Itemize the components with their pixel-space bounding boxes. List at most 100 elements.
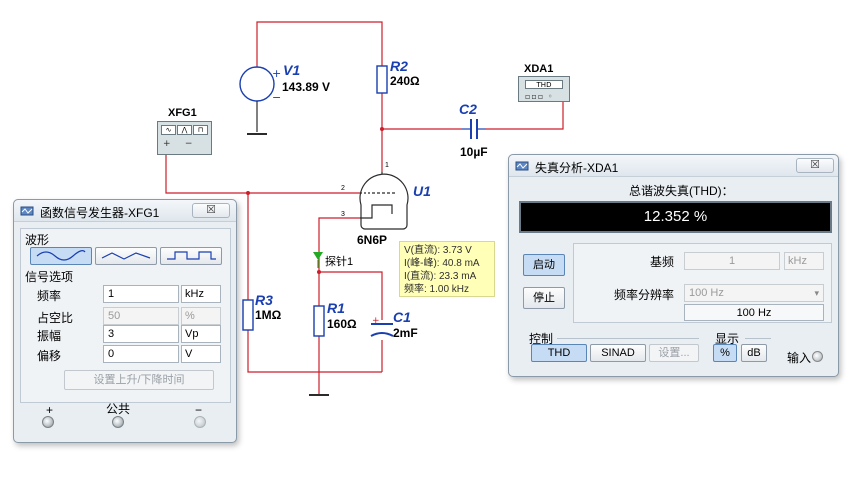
r2-resistor[interactable] <box>376 65 388 94</box>
c2-capacitor[interactable] <box>462 119 486 139</box>
xda1-title: XDA1 <box>524 63 554 75</box>
minus-terminal[interactable] <box>194 416 206 428</box>
duty-cycle-unit[interactable]: % <box>181 307 221 325</box>
tube-u1[interactable] <box>359 172 409 230</box>
xda1-buttons: ▫▫▫ ◦ <box>525 92 554 101</box>
r2-ref: R2 <box>390 58 408 74</box>
resolution-select-value: 100 Hz <box>689 287 724 299</box>
xfg1-terminals: + − <box>163 139 193 149</box>
c1-value: 2mF <box>393 326 418 340</box>
frequency-unit[interactable]: kHz <box>181 285 221 303</box>
fundamental-input[interactable]: 1 <box>684 252 780 270</box>
amplitude-unit[interactable]: Vp <box>181 325 221 343</box>
duty-cycle-input[interactable]: 50 <box>103 307 179 325</box>
wire-top-rail <box>256 21 383 69</box>
offset-input[interactable]: 0 <box>103 345 179 363</box>
xda1-instrument[interactable]: THD ▫▫▫ ◦ <box>518 76 570 102</box>
input-terminal[interactable] <box>812 351 823 362</box>
probe-name: 探针1 <box>325 256 354 268</box>
thd-caption: 总谐波失真(THD)： <box>629 184 734 198</box>
resolution-readout: 100 Hz <box>684 304 824 321</box>
close-button[interactable]: ☒ <box>192 203 230 218</box>
u1-value: 6N6P <box>357 233 388 247</box>
r1-ref: R1 <box>327 300 345 316</box>
offset-unit[interactable]: V <box>181 345 221 363</box>
funcgen-titlebar[interactable]: 函数信号发生器-XFG1 ☒ <box>14 200 236 222</box>
r3-resistor[interactable] <box>242 299 254 331</box>
r1-value: 160Ω <box>327 317 357 331</box>
probe-line-2: I(峰-峰): 40.8 mA <box>404 258 480 269</box>
probe-marker[interactable] <box>313 252 323 260</box>
minus-terminal-label: − <box>195 403 203 417</box>
signal-options-label: 信号选项 <box>25 270 74 284</box>
svg-text:+: + <box>272 67 281 80</box>
funcgen-window: 函数信号发生器-XFG1 ☒ 波形 信号选项 频率 1 kHz 占空比 50 %… <box>13 199 237 443</box>
start-button[interactable]: 启动 <box>523 254 565 276</box>
resolution-label: 频率分辨率 <box>614 288 675 302</box>
triangle-icon: ⋀ <box>177 125 192 135</box>
settings-button[interactable]: 设置... <box>649 344 699 362</box>
plus-terminal-label: + <box>46 403 54 417</box>
triangle-wave-button[interactable] <box>95 247 157 265</box>
svg-text:−: − <box>272 91 281 104</box>
common-terminal-label: 公共 <box>106 402 131 416</box>
offset-label: 偏移 <box>37 349 62 363</box>
funcgen-title: 函数信号发生器-XFG1 <box>40 206 160 220</box>
fundamental-unit[interactable]: kHz <box>784 252 824 270</box>
common-terminal[interactable] <box>112 416 124 428</box>
square-wave-button[interactable] <box>160 247 222 265</box>
wire-to-xda <box>486 101 564 130</box>
wire-grid <box>165 154 360 194</box>
v1-value: 143.89 V <box>282 80 331 94</box>
square-wave-icon <box>167 251 216 260</box>
instrument-icon <box>515 161 529 171</box>
sinad-button[interactable]: SINAD <box>590 344 646 362</box>
stop-button[interactable]: 停止 <box>523 287 565 309</box>
amplitude-input[interactable]: 3 <box>103 325 179 343</box>
duty-cycle-label: 占空比 <box>37 311 74 325</box>
wire-bottom-rail <box>247 330 382 373</box>
c2-value: 10µF <box>460 145 488 159</box>
frequency-label: 频率 <box>37 289 62 303</box>
fundamental-label: 基频 <box>650 255 675 269</box>
xfg1-instrument[interactable]: ∿ ⋀ ⊓ + − <box>157 121 212 155</box>
square-icon: ⊓ <box>193 125 208 135</box>
chevron-down-icon: ▾ <box>814 288 819 298</box>
c1-capacitor[interactable]: + <box>370 316 394 337</box>
sine-wave-button[interactable] <box>30 247 92 265</box>
c2-ref: C2 <box>459 101 477 117</box>
input-label: 输入 <box>787 351 812 365</box>
wire-cathode <box>318 217 360 306</box>
resolution-select[interactable]: 100 Hz ▾ <box>684 284 824 302</box>
probe-line-3: I(直流): 23.3 mA <box>404 271 477 282</box>
db-button[interactable]: dB <box>741 344 767 362</box>
settings-panel: 基频 1 kHz 频率分辨率 100 Hz ▾ 100 Hz <box>573 243 832 323</box>
wires <box>165 21 564 394</box>
r3-value: 1MΩ <box>255 308 282 322</box>
thd-button[interactable]: THD <box>531 344 587 362</box>
thd-display: 12.352 % <box>519 201 832 233</box>
percent-button[interactable]: % <box>713 344 737 362</box>
probe-line-4: 频率: 1.00 kHz <box>404 284 470 295</box>
wire-cathode-c1 <box>319 271 383 320</box>
rise-fall-time-button[interactable]: 设置上升/下降时间 <box>64 370 214 390</box>
funcgen-panel: 波形 信号选项 频率 1 kHz 占空比 50 % 振幅 3 Vp 偏移 0 V… <box>20 228 231 403</box>
u1-ref: U1 <box>413 183 431 199</box>
xfg1-title: XFG1 <box>168 107 197 119</box>
plus-terminal[interactable] <box>42 416 54 428</box>
probe-line-1: V(直流): 3.73 V <box>404 245 472 256</box>
instrument-icon <box>20 206 34 216</box>
amplitude-label: 振幅 <box>37 329 62 343</box>
analyzer-title: 失真分析-XDA1 <box>535 161 619 175</box>
sine-icon: ∿ <box>161 125 176 135</box>
close-button[interactable]: ☒ <box>796 158 834 173</box>
xda1-display: THD <box>525 80 563 89</box>
frequency-input[interactable]: 1 <box>103 285 179 303</box>
analyzer-window: 失真分析-XDA1 ☒ 总谐波失真(THD)： 12.352 % 启动 停止 基… <box>508 154 839 377</box>
analyzer-titlebar[interactable]: 失真分析-XDA1 ☒ <box>509 155 838 177</box>
waveform-label: 波形 <box>25 233 50 247</box>
u1-pin1: 1 <box>385 162 389 169</box>
r1-resistor[interactable] <box>313 305 325 337</box>
v1-source[interactable]: + − <box>239 66 281 135</box>
